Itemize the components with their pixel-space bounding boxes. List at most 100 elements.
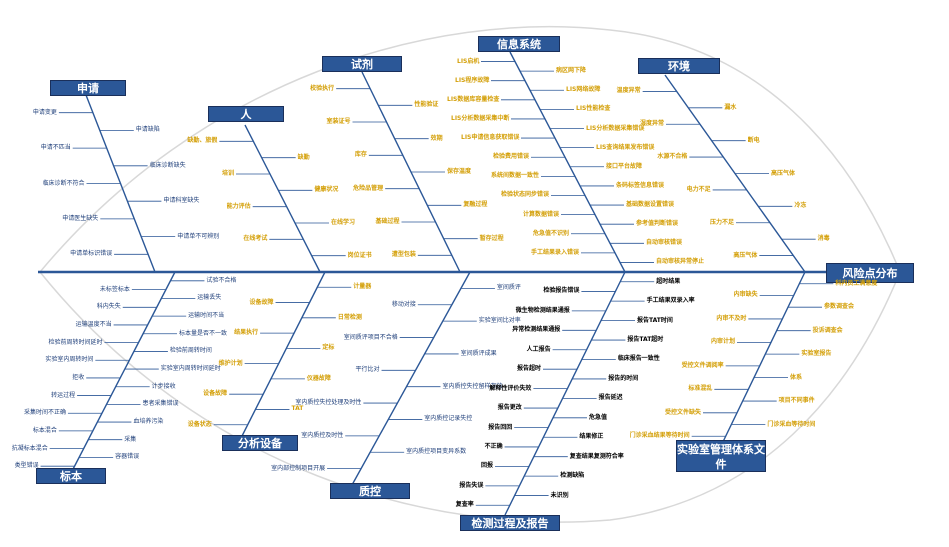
cause-label: 在线考试 — [243, 235, 268, 243]
cause-label: 运输温度不当 — [75, 320, 112, 328]
cause-label: LIS启机 — [457, 57, 480, 65]
cause-label: 病区网下降 — [556, 67, 587, 75]
cause-label: 标本量是否不一致 — [179, 329, 228, 337]
cause-label: 平行比对 — [355, 366, 380, 374]
cause-label: 结果修正 — [579, 433, 604, 441]
cause-label: 检验状态同步错误 — [501, 191, 550, 199]
cause-label: 暂存过程 — [479, 234, 504, 242]
bone-c10 — [719, 271, 806, 449]
cause-label: 实验室内周转时间 — [45, 356, 94, 364]
cause-label: 超时结果 — [656, 277, 681, 285]
cause-label: 报告TAT超时 — [627, 336, 664, 344]
category-c7: 分析设备 — [222, 435, 298, 451]
cause-label: 室内质控失控留样存放 — [442, 382, 503, 390]
cause-label: LIS分析数据采集错误 — [586, 124, 645, 132]
cause-label: 高压气体 — [733, 251, 758, 259]
category-c8: 质控 — [330, 483, 410, 499]
cause-label: 检验前周转时间 — [169, 347, 212, 355]
cause-label: 检验费用错误 — [493, 153, 530, 161]
bone-c7 — [239, 271, 326, 441]
cause-label: 在线学习 — [331, 219, 356, 226]
cause-label: 标准混乱 — [688, 385, 713, 393]
cause-label: 检验报告错误 — [543, 287, 580, 295]
cause-label: 计算数据错误 — [523, 210, 560, 218]
cause-label: 水源不合格 — [657, 153, 688, 161]
cause-label: 室间质评 — [496, 284, 521, 292]
cause-label: 报告更改 — [497, 404, 522, 412]
category-c3: 试剂 — [322, 56, 402, 72]
cause-label: 解释性评价失效 — [489, 384, 532, 392]
cause-label: 效期 — [430, 134, 443, 142]
cause-label: 断电 — [747, 136, 760, 144]
cause-label: 危急值不识别 — [533, 229, 570, 237]
cause-label: 检测缺陷 — [560, 472, 585, 480]
cause-label: LIS查询结果发布错误 — [596, 143, 655, 151]
cause-label: 抗凝标本混合 — [11, 444, 48, 452]
cause-label: 压力不足 — [710, 218, 735, 226]
cause-label: 容器错误 — [115, 453, 140, 461]
fish-head-label: 风险点分布 — [826, 263, 914, 283]
cause-label: 临床诊断缺失 — [149, 161, 186, 169]
cause-label: 基础过程 — [375, 218, 400, 225]
cause-label: 标本混合 — [32, 426, 57, 434]
cause-label: 手工结果录入错误 — [531, 248, 580, 256]
cause-label: 室装证号 — [326, 118, 351, 125]
cause-label: 电力不足 — [686, 185, 711, 193]
cause-label: 申请缺陷 — [135, 126, 160, 134]
cause-label: LIS申请信息获取错误 — [461, 134, 520, 142]
category-c4: 信息系统 — [478, 36, 560, 52]
cause-label: 结果执行 — [234, 329, 259, 337]
cause-label: 设备故障 — [249, 298, 274, 306]
cause-label: 运输丢失 — [197, 294, 222, 302]
cause-label: 人工报告 — [526, 345, 551, 353]
cause-label: 报告的时间 — [608, 374, 639, 382]
cause-label: 移动对接 — [391, 300, 416, 308]
cause-label: LIS网络故障 — [566, 86, 601, 94]
cause-label: 异常检测结果通报 — [512, 326, 561, 334]
cause-label: 室间质评成果 — [460, 349, 497, 357]
cause-label: 实验室间比对率 — [478, 317, 521, 325]
cause-label: 岗位证书 — [347, 251, 372, 259]
cause-label: 健康状况 — [314, 186, 339, 194]
cause-label: 内审计划 — [711, 338, 736, 346]
cause-label: 系统间数据一致性 — [491, 172, 540, 180]
cause-label: TAT — [291, 405, 304, 413]
cause-label: 科内员工满意度 — [835, 279, 878, 287]
cause-label: 门诊采血结果等待时间 — [629, 432, 690, 440]
cause-label: 湿度异常 — [640, 120, 665, 128]
cause-label: 申请单不可辨别 — [177, 232, 220, 240]
cause-label: 患者采集错误 — [142, 400, 179, 408]
cause-label: 未识别 — [550, 491, 569, 499]
cause-label: 缺勤 — [297, 153, 310, 161]
cause-label: 冷冻 — [794, 202, 807, 210]
cause-label: 临床报告一致性 — [617, 355, 660, 363]
cause-label: 室间质评项目不合格 — [343, 333, 398, 341]
cause-label: 参数调查会 — [824, 303, 855, 311]
cause-label: 日常检测 — [337, 313, 362, 321]
cause-label: 实验室报告 — [801, 350, 832, 358]
cause-label: 转运过程 — [51, 391, 76, 399]
cause-label: 运输时间不当 — [188, 312, 225, 320]
cause-label: 手工结果双录入率 — [646, 297, 695, 305]
cause-label: LIS数据库容量检查 — [447, 95, 500, 103]
cause-label: 参考值判断错误 — [636, 220, 679, 228]
cause-label: 计步接收 — [151, 382, 176, 390]
cause-label: 实验室内周转时间延时 — [160, 365, 221, 373]
cause-label: 定标 — [322, 344, 335, 352]
cause-label: 库存 — [354, 151, 367, 159]
cause-label: 培训 — [222, 170, 235, 177]
category-c1: 申请 — [50, 80, 126, 96]
bone-c8 — [351, 271, 471, 486]
category-c9: 检测过程及报告 — [460, 515, 560, 531]
cause-label: 复查结果复测符合率 — [569, 452, 624, 460]
cause-label: 微生物检测结果通报 — [515, 306, 570, 314]
cause-label: 性能验证 — [414, 101, 439, 109]
cause-label: 自动审核异常停止 — [656, 258, 705, 266]
cause-label: 高压气体 — [771, 169, 796, 177]
bone-c4 — [509, 51, 626, 273]
cause-label: 门诊采血等待时间 — [767, 420, 816, 428]
cause-label: 回报 — [481, 462, 494, 470]
cause-label: 类型错误 — [14, 462, 39, 470]
